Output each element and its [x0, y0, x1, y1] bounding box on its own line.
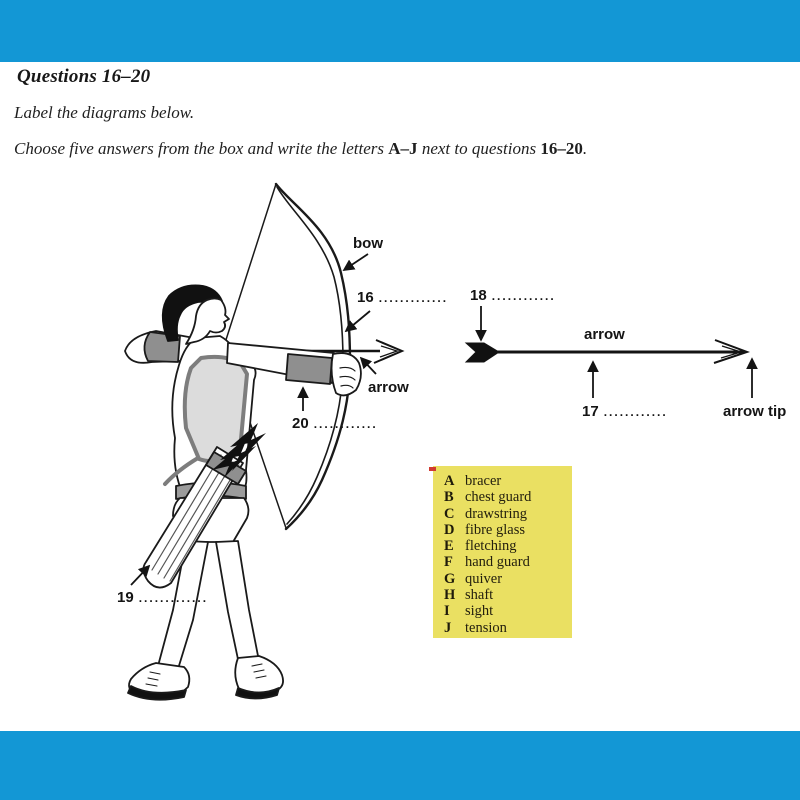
question-18-blank: 18............ — [470, 288, 556, 304]
option-letter: E — [444, 538, 454, 555]
question-19-number: 19 — [117, 589, 134, 606]
letter-range: A–J — [388, 139, 418, 158]
option-text: tension — [465, 619, 507, 636]
arrow-label-pointer — [359, 356, 377, 375]
question-20-blank: 20............ — [292, 416, 378, 432]
option-letter: H — [444, 587, 456, 604]
arrow-tip-label: arrow tip — [723, 404, 786, 420]
instruction-line-2: Choose five answers from the box and wri… — [14, 139, 587, 159]
question-20-dots: ............ — [313, 417, 378, 431]
question-17-dots: ............ — [603, 405, 668, 419]
archer-figure — [124, 284, 362, 701]
question-18-number: 18 — [470, 287, 487, 304]
option-text: bracer — [465, 473, 502, 489]
option-letter: D — [444, 521, 455, 538]
page-title: Questions 16–20 — [17, 66, 151, 87]
arrow-tip-label-text: arrow tip — [723, 403, 787, 420]
option-letter: F — [444, 554, 453, 571]
instruction-pre: Choose five answers from the box and wri… — [14, 139, 389, 158]
option-text: sight — [465, 603, 494, 620]
question-17-blank: 17............ — [582, 404, 668, 420]
option-letter: I — [444, 603, 450, 620]
option-text: shaft — [465, 587, 494, 604]
question-16-number: 16 — [357, 289, 374, 306]
nocked-arrow-art — [222, 339, 405, 364]
top-border-band — [0, 0, 800, 62]
instruction-mid: next to questions — [417, 139, 541, 158]
option-text: fletching — [465, 538, 517, 555]
q19-pointer — [130, 564, 151, 586]
red-mark — [429, 467, 436, 471]
question-19-dots: ............. — [138, 591, 209, 605]
question-19-blank: 19............. — [117, 590, 208, 606]
bottom-border-band — [0, 731, 800, 800]
option-text: hand guard — [465, 554, 530, 571]
q16-pointer — [344, 310, 371, 333]
option-letter: A — [444, 473, 455, 489]
option-text: drawstring — [465, 505, 528, 522]
arrow-label-right: arrow — [584, 327, 625, 343]
arrow-diagram-art — [464, 339, 750, 364]
question-17-number: 17 — [582, 403, 599, 420]
question-16-blank: 16............. — [357, 290, 448, 306]
option-letter: C — [444, 505, 455, 522]
bow-label-text: bow — [353, 235, 383, 252]
bow-label: bow — [353, 236, 383, 252]
option-text: fibre glass — [465, 521, 525, 538]
option-text: quiver — [465, 570, 503, 587]
arrow-label-right-text: arrow — [584, 326, 625, 343]
option-text: chest guard — [465, 489, 532, 506]
option-letter: J — [444, 619, 452, 636]
question-16-dots: ............. — [378, 291, 449, 305]
bow-pointer — [342, 253, 369, 271]
question-20-number: 20 — [292, 415, 309, 432]
bow-art — [223, 182, 352, 531]
option-letter: G — [444, 570, 456, 587]
question-18-dots: ............ — [491, 289, 556, 303]
arrow-label-left-text: arrow — [368, 379, 409, 396]
arrow-label-left: arrow — [368, 380, 409, 396]
instruction-post: . — [582, 139, 588, 158]
option-letter: B — [444, 489, 454, 506]
question-range: 16–20 — [540, 139, 583, 158]
instruction-line-1: Label the diagrams below. — [14, 103, 195, 122]
fletching-shape — [464, 342, 500, 363]
